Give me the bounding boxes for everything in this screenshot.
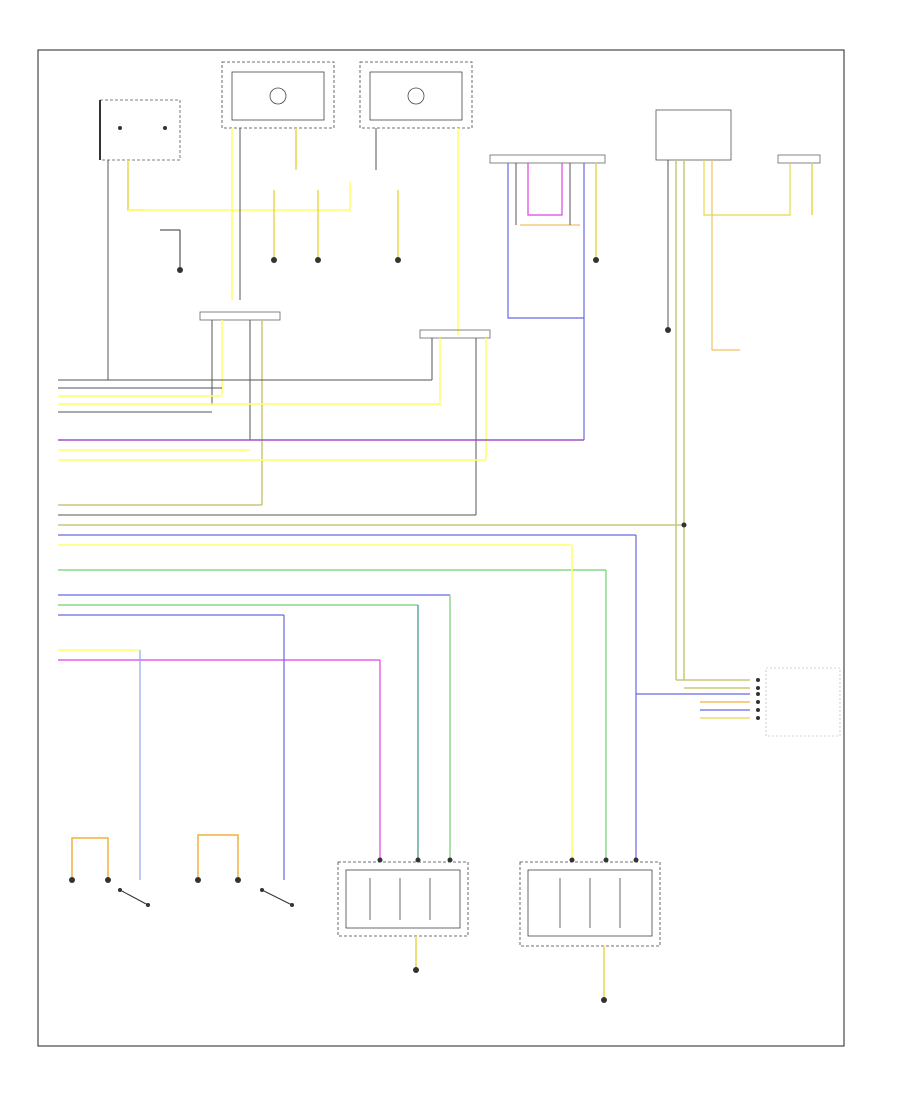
bottom-left-switch-1 xyxy=(69,837,150,907)
middle-junction-connector xyxy=(419,329,491,339)
right-sensor xyxy=(777,154,821,164)
bottom-lamp-module-2 xyxy=(519,861,661,1003)
diagram-border xyxy=(37,49,845,1047)
bottom-lamp-module-1 xyxy=(337,861,469,973)
top-middle-connector xyxy=(489,154,606,164)
top-right-module xyxy=(655,109,732,161)
left-junction-connector xyxy=(199,311,281,321)
bottom-left-switch-2 xyxy=(195,834,294,907)
trailer-connector xyxy=(636,667,841,737)
horizontal-bus xyxy=(58,379,687,661)
top-module-2 xyxy=(359,61,473,129)
top-left-switch xyxy=(99,99,181,161)
ground-symbols xyxy=(105,857,639,883)
top-module-1 xyxy=(221,61,335,129)
